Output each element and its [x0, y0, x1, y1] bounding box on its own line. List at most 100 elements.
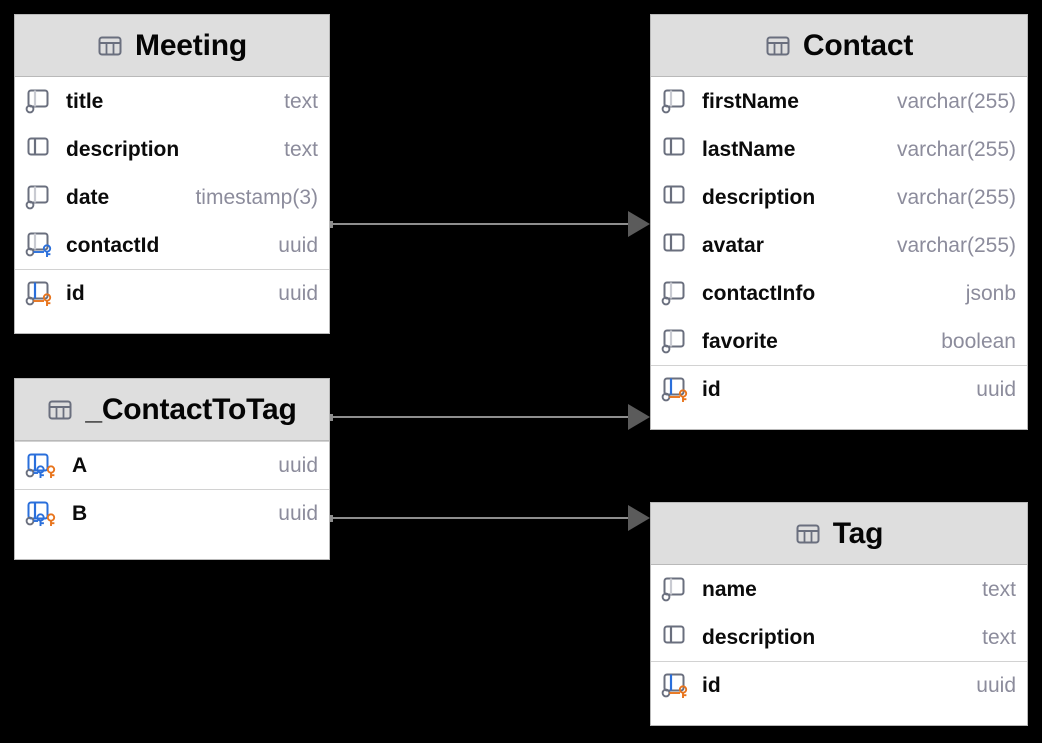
column-type: uuid	[278, 454, 318, 477]
primary-key-icon	[25, 281, 59, 307]
table-grid-icon	[765, 34, 791, 58]
column-type: varchar(255)	[896, 89, 1016, 113]
relation-arrowhead-icon	[628, 211, 650, 237]
table-card-contact[interactable]: Contact firstName varchar(255) lastName varc…	[650, 14, 1028, 430]
column-name: contactInfo	[702, 281, 816, 305]
column-row[interactable]: favorite boolean	[651, 317, 1027, 365]
column-type: uuid	[278, 282, 318, 305]
column-row[interactable]: id uuid	[651, 661, 1027, 709]
column-icon	[661, 232, 695, 258]
table-header[interactable]: Contact	[651, 15, 1027, 77]
column-name: A	[72, 454, 88, 477]
column-type: text	[284, 137, 318, 161]
primary-foreign-key-icon	[25, 501, 65, 527]
primary-key-icon	[661, 377, 695, 403]
column-type: uuid	[976, 378, 1016, 401]
foreign-key-icon	[25, 232, 59, 258]
column-name: date	[66, 185, 110, 209]
relation-arrow[interactable]	[330, 211, 650, 237]
column-type: uuid	[278, 502, 318, 525]
table-columns: firstName varchar(255) lastName varchar(255…	[651, 77, 1027, 413]
column-name: contactId	[66, 233, 160, 257]
column-row[interactable]: contactInfo jsonb	[651, 269, 1027, 317]
column-name: id	[702, 674, 721, 697]
table-columns: title text description text date timestamp(3)…	[15, 77, 329, 317]
column-name: description	[66, 137, 180, 161]
column-type: uuid	[976, 674, 1016, 697]
relation-source-marker	[330, 220, 333, 228]
column-name: lastName	[702, 137, 796, 161]
table-grid-icon	[47, 398, 73, 422]
nullable-column-icon	[661, 280, 695, 306]
table-header[interactable]: Tag	[651, 503, 1027, 565]
nullable-column-icon	[661, 88, 695, 114]
column-row[interactable]: title text	[15, 77, 329, 125]
column-name: favorite	[702, 329, 778, 353]
table-grid-icon	[795, 522, 821, 546]
column-row[interactable]: name text	[651, 565, 1027, 613]
table-grid-icon	[97, 34, 123, 58]
relation-arrowhead-icon	[628, 505, 650, 531]
column-type: varchar(255)	[896, 233, 1016, 257]
relation-arrow[interactable]	[330, 404, 650, 430]
relation-source-marker	[330, 413, 333, 421]
column-type: text	[982, 577, 1016, 601]
column-type: varchar(255)	[896, 185, 1016, 209]
nullable-column-icon	[25, 88, 59, 114]
table-columns: name text description text id uuid	[651, 565, 1027, 709]
column-icon	[661, 136, 695, 162]
column-name: id	[66, 282, 85, 305]
column-row[interactable]: id uuid	[651, 365, 1027, 413]
column-name: B	[72, 502, 88, 525]
relation-line	[333, 416, 629, 418]
column-type: text	[284, 89, 318, 113]
table-header[interactable]: Meeting	[15, 15, 329, 77]
table-title: _ContactToTag	[85, 392, 297, 426]
table-card-tag[interactable]: Tag name text description text id uuid	[650, 502, 1028, 726]
column-type: varchar(255)	[896, 137, 1016, 161]
relation-arrow[interactable]	[330, 505, 650, 531]
relation-arrowhead-icon	[628, 404, 650, 430]
column-type: jsonb	[965, 281, 1016, 305]
column-icon	[25, 136, 59, 162]
primary-key-icon	[661, 673, 695, 699]
relation-source-marker	[330, 514, 333, 522]
nullable-column-icon	[661, 576, 695, 602]
primary-foreign-key-icon	[25, 453, 65, 479]
column-name: avatar	[702, 233, 764, 257]
column-row[interactable]: avatar varchar(255)	[651, 221, 1027, 269]
column-type: text	[982, 625, 1016, 649]
column-row[interactable]: id uuid	[15, 269, 329, 317]
nullable-column-icon	[25, 184, 59, 210]
column-icon	[661, 184, 695, 210]
column-row[interactable]: description text	[651, 613, 1027, 661]
column-row[interactable]: date timestamp(3)	[15, 173, 329, 221]
table-card-meeting[interactable]: Meeting title text description text date times…	[14, 14, 330, 334]
column-row[interactable]: lastName varchar(255)	[651, 125, 1027, 173]
column-name: id	[702, 378, 721, 401]
column-row[interactable]: description varchar(255)	[651, 173, 1027, 221]
column-type: boolean	[941, 329, 1016, 353]
column-name: name	[702, 577, 757, 601]
relation-line	[333, 517, 629, 519]
column-name: description	[702, 185, 816, 209]
nullable-column-icon	[661, 328, 695, 354]
column-icon	[661, 624, 695, 650]
column-row[interactable]: firstName varchar(255)	[651, 77, 1027, 125]
table-header[interactable]: _ContactToTag	[15, 379, 329, 441]
table-title: Contact	[802, 28, 914, 62]
column-type: timestamp(3)	[195, 185, 318, 209]
table-title: Meeting	[135, 28, 247, 62]
column-name: description	[702, 625, 816, 649]
column-name: title	[66, 89, 104, 113]
relation-line	[333, 223, 629, 225]
column-name: firstName	[702, 89, 799, 113]
column-row[interactable]: description text	[15, 125, 329, 173]
table-title: Tag	[832, 516, 884, 550]
